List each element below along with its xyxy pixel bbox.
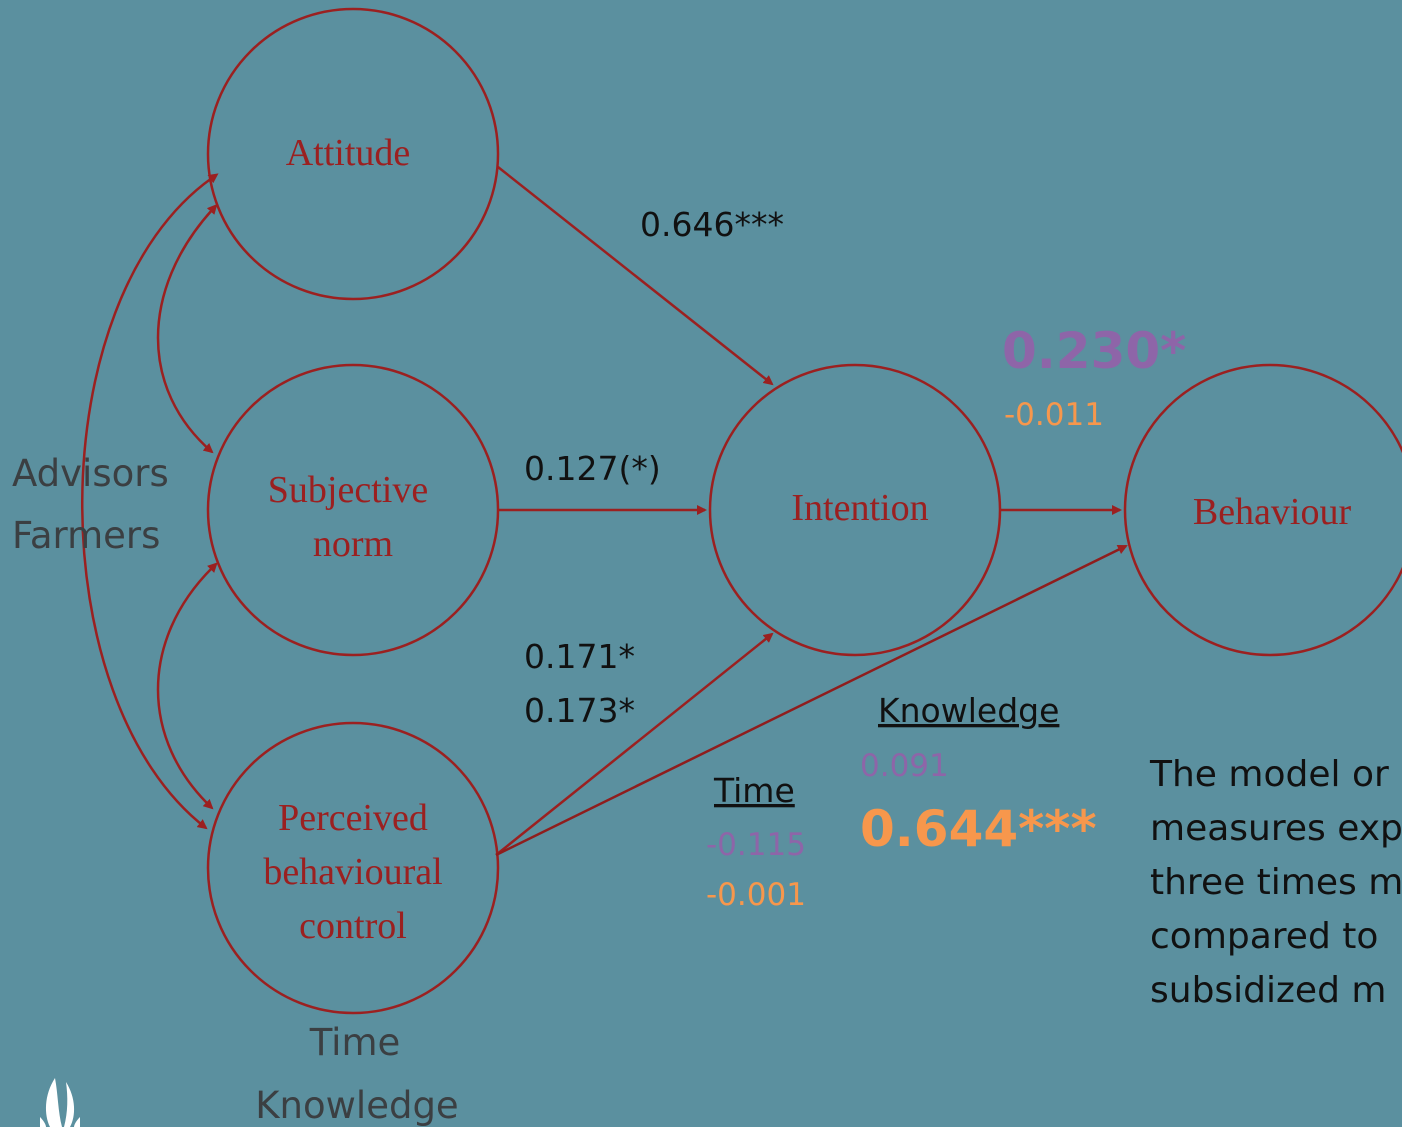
time-effect-orange: -0.001 — [706, 877, 806, 913]
node-intention: Intention — [708, 363, 1002, 657]
arc-attitude-pbc — [81, 173, 219, 830]
knowledge-effect-orange: 0.644*** — [860, 800, 1097, 858]
arc-attitude-subjective-norm — [156, 204, 218, 454]
node-behaviour-circle — [1123, 363, 1402, 657]
node-behaviour-label: Behaviour — [1193, 491, 1352, 533]
coef-pbc-intention-1: 0.171* — [524, 637, 635, 676]
time-effect-purple: -0.115 — [706, 827, 806, 863]
coef-intention-behaviour-orange: -0.011 — [1004, 397, 1104, 433]
note-line-3: three times m — [1150, 862, 1402, 903]
moderator-label-knowledge: Knowledge — [255, 1084, 458, 1127]
coef-intention-behaviour-purple: 0.230* — [1002, 322, 1186, 380]
node-intention-label: Intention — [791, 487, 928, 529]
node-attitude-circle — [206, 7, 500, 301]
moderator-label-time: Time — [309, 1021, 401, 1064]
node-pbc-label-line1: Perceived — [278, 797, 428, 839]
node-subjective-norm-label-line2: norm — [313, 523, 393, 565]
node-subjective-norm-label-line1: Subjective — [268, 469, 428, 511]
university-logo-icon — [40, 1078, 80, 1127]
time-effect-label: Time — [713, 771, 795, 810]
node-subjective-norm: Subjective norm — [206, 363, 500, 657]
node-behaviour: Behaviour — [1123, 363, 1402, 657]
arrow-pbc-to-intention — [495, 632, 774, 856]
group-label-advisors: Advisors — [12, 452, 169, 495]
node-attitude-label: Attitude — [286, 132, 411, 174]
note-line-2: measures exp — [1150, 808, 1402, 849]
node-pbc-circle — [206, 721, 500, 1015]
knowledge-effect-purple: 0.091 — [860, 748, 949, 784]
note-line-5: subsidized m — [1150, 970, 1386, 1011]
coef-attitude-intention: 0.646*** — [640, 205, 784, 244]
note-line-4: compared to — [1150, 916, 1378, 957]
arrow-attitude-to-intention — [497, 166, 774, 386]
arrow-pbc-to-behaviour — [495, 544, 1128, 857]
node-pbc-label-line2: behavioural — [263, 851, 442, 893]
arc-subjective-norm-pbc — [156, 562, 218, 810]
note-line-1: The model or — [1149, 754, 1389, 795]
coef-subjective-norm-intention: 0.127(*) — [524, 449, 661, 488]
group-label-farmers: Farmers — [12, 514, 160, 557]
node-attitude: Attitude — [206, 7, 500, 301]
knowledge-effect-label: Knowledge — [878, 691, 1059, 730]
node-pbc: Perceived behavioural control — [206, 721, 500, 1015]
coef-pbc-intention-2: 0.173* — [524, 691, 635, 730]
node-pbc-label-line3: control — [299, 905, 407, 947]
